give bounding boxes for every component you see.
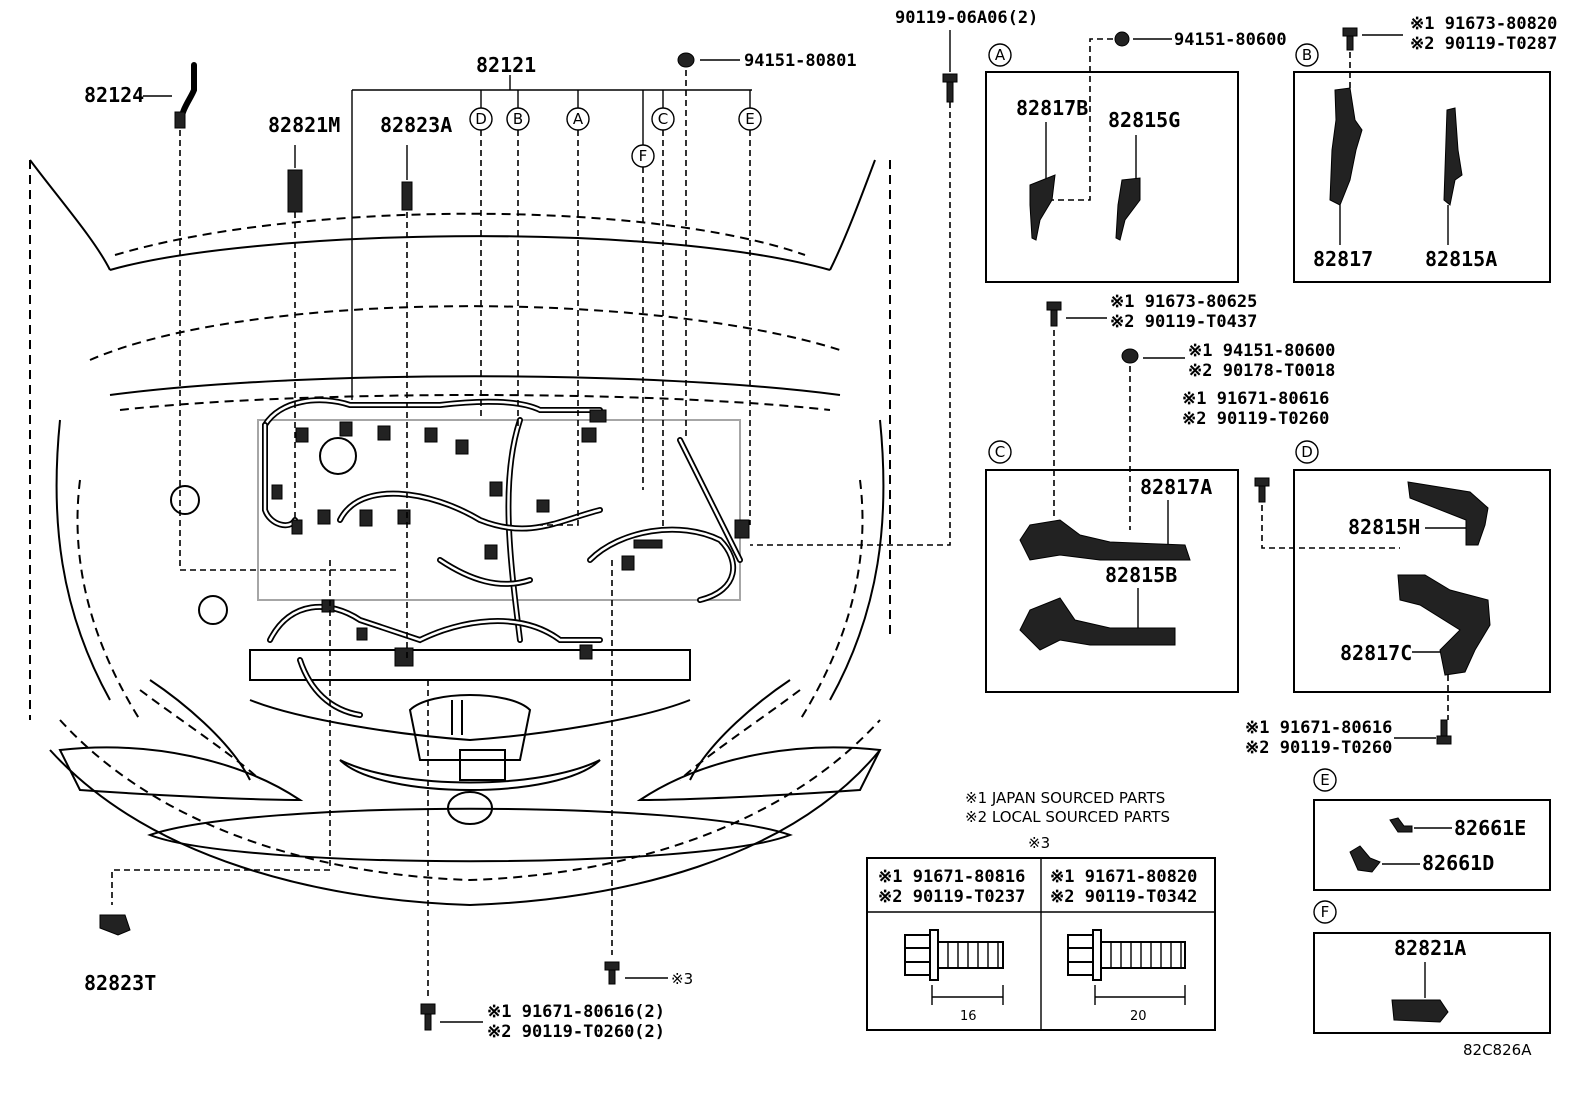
part-82124[interactable]: 82124 — [84, 62, 400, 571]
svg-text:A: A — [995, 46, 1006, 64]
sourcing-legend: ※1 JAPAN SOURCED PARTS ※2 LOCAL SOURCED … — [965, 789, 1170, 826]
svg-text:C: C — [658, 110, 668, 128]
part-82823a[interactable]: 82823A — [380, 113, 452, 660]
callout-a: A — [540, 107, 590, 526]
svg-text:※3: ※3 — [671, 970, 693, 988]
svg-text:※1 91673-80820: ※1 91673-80820 — [1410, 14, 1557, 34]
svg-text:82124: 82124 — [84, 83, 144, 107]
part-82817c: 82817C — [1340, 641, 1412, 665]
svg-text:90119-06A06(2): 90119-06A06(2) — [895, 8, 1038, 28]
svg-text:F: F — [1321, 903, 1330, 921]
svg-text:※1 94151-80600: ※1 94151-80600 — [1188, 341, 1335, 361]
svg-text:82823A: 82823A — [380, 113, 452, 137]
svg-text:※1 91671-80816: ※1 91671-80816 — [878, 867, 1025, 887]
panel-b: B ※1 91673-80820 ※2 90119-T0287 82817 82… — [1293, 14, 1557, 283]
panel-d: D ※1 91671-80616 ※2 90119-T0260 82815H 8… — [1182, 389, 1551, 758]
svg-text:※3: ※3 — [1028, 834, 1050, 852]
bolt-16-drawing: 16 — [904, 929, 1004, 1024]
svg-text:※1 91671-80616: ※1 91671-80616 — [1182, 389, 1329, 409]
svg-text:B: B — [1302, 46, 1312, 64]
part-82815b: 82815B — [1105, 563, 1177, 587]
svg-text:※2 90119-T0287: ※2 90119-T0287 — [1410, 34, 1557, 54]
svg-text:※1 91671-80616(2): ※1 91671-80616(2) — [487, 1002, 665, 1022]
clip-94151-80801[interactable]: 94151-80801 — [677, 51, 857, 440]
panel-f: F 82821A — [1313, 900, 1551, 1034]
bolt-ref-3[interactable]: ※3 — [604, 560, 693, 988]
svg-text:C: C — [995, 443, 1005, 461]
part-82661d: 82661D — [1422, 851, 1494, 875]
svg-text:※2 90119-T0342: ※2 90119-T0342 — [1050, 887, 1197, 907]
svg-text:A: A — [573, 110, 584, 128]
part-82823t[interactable]: 82823T — [84, 560, 331, 995]
bolt-90119-06a06[interactable]: 90119-06A06(2) — [750, 8, 1038, 546]
panel-c: C ※1 91673-80625 ※2 90119-T0437 ※1 94151… — [985, 292, 1335, 693]
svg-text:D: D — [475, 110, 487, 128]
svg-text:※2 90119-T0260(2): ※2 90119-T0260(2) — [487, 1022, 665, 1042]
part-82821m[interactable]: 82821M — [268, 113, 340, 520]
svg-text:※1 91671-80820: ※1 91671-80820 — [1050, 867, 1197, 887]
callout-e: E — [738, 107, 762, 525]
svg-text:※1 91671-80616: ※1 91671-80616 — [1245, 718, 1392, 738]
harness-label-group: 82121 — [351, 53, 752, 400]
part-82821a: 82821A — [1394, 936, 1466, 960]
svg-text:※2 90119-T0260: ※2 90119-T0260 — [1182, 409, 1329, 429]
bolt-91671-80616[interactable]: ※1 91671-80616(2) ※2 90119-T0260(2) — [420, 680, 665, 1042]
callout-b: B — [506, 107, 530, 430]
part-82817b: 82817B — [1016, 96, 1088, 120]
svg-text:82821M: 82821M — [268, 113, 340, 137]
svg-text:E: E — [745, 110, 754, 128]
svg-text:82823T: 82823T — [84, 971, 156, 995]
part-82815g: 82815G — [1108, 108, 1180, 132]
svg-text:D: D — [1301, 443, 1313, 461]
svg-text:E: E — [1320, 771, 1329, 789]
svg-text:※1 91673-80625: ※1 91673-80625 — [1110, 292, 1257, 312]
part-82815a: 82815A — [1425, 247, 1497, 271]
bolt-20-drawing: 20 — [1067, 929, 1186, 1024]
engine-wire-harness[interactable] — [262, 397, 750, 718]
svg-text:※2 90119-T0260: ※2 90119-T0260 — [1245, 738, 1392, 758]
part-82817: 82817 — [1313, 247, 1373, 271]
part-82817a: 82817A — [1140, 475, 1212, 499]
svg-text:16: 16 — [960, 1009, 977, 1024]
svg-text:※1 JAPAN SOURCED PARTS: ※1 JAPAN SOURCED PARTS — [965, 789, 1165, 807]
callout-d: D — [469, 107, 493, 420]
part-82815h: 82815H — [1348, 515, 1420, 539]
svg-text:94151-80600: 94151-80600 — [1174, 30, 1287, 50]
callout-f: F — [631, 144, 655, 490]
harness-part-number: 82121 — [476, 53, 536, 77]
svg-text:94151-80801: 94151-80801 — [744, 51, 857, 71]
svg-text:20: 20 — [1130, 1009, 1147, 1024]
panel-a: A 94151-80600 82817B 82815G — [985, 30, 1287, 283]
bolt-spec-table: ※3 ※1 91671-80816 ※2 90119-T0237 ※1 9167… — [866, 834, 1216, 1031]
panel-e: E 82661E 82661D — [1313, 768, 1551, 891]
part-82661e: 82661E — [1454, 816, 1526, 840]
svg-text:※2 90119-T0237: ※2 90119-T0237 — [878, 887, 1025, 907]
svg-text:※2 90119-T0437: ※2 90119-T0437 — [1110, 312, 1257, 332]
callout-c: C — [651, 107, 675, 530]
svg-text:※2 LOCAL SOURCED PARTS: ※2 LOCAL SOURCED PARTS — [965, 808, 1170, 826]
svg-text:※2 90178-T0018: ※2 90178-T0018 — [1188, 361, 1335, 381]
svg-text:B: B — [513, 110, 523, 128]
vehicle-outline — [29, 159, 891, 907]
diagram-code: 82C826A — [1463, 1041, 1532, 1059]
svg-text:F: F — [639, 147, 648, 165]
